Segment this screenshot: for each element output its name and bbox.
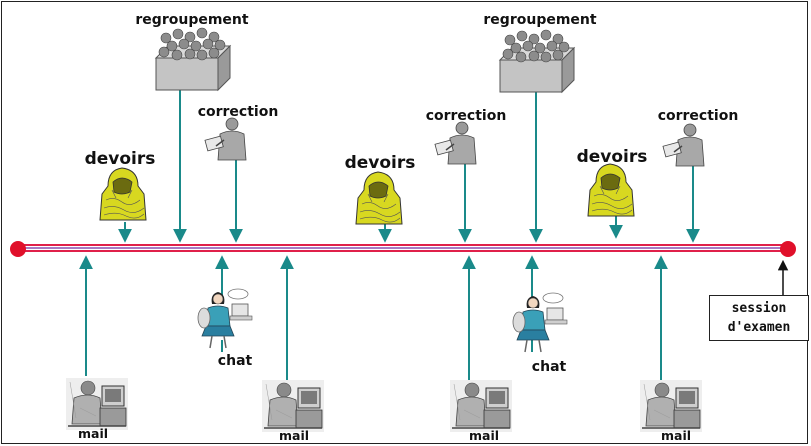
timeline [10,241,796,257]
label-mail-3: mail [469,428,499,443]
label-devoirs-3: devoirs [577,147,648,167]
computer-user-icon [65,377,129,431]
session-examen-box: session d'examen [709,295,809,341]
label-correction-1: correction [198,104,279,120]
downward-arrows [118,80,700,243]
teacher-reading-icon [434,121,477,165]
label-devoirs-2: devoirs [345,153,416,173]
timeline-start-dot [10,241,26,257]
hooded-figure-icon [587,163,635,217]
chat-user-icon [197,288,253,349]
chat-user-icon [512,292,568,353]
crowd-box-icon [499,29,575,93]
label-mail-4: mail [661,428,691,443]
computer-user-icon [639,379,703,433]
label-correction-3: correction [658,108,739,124]
label-mail-2: mail [279,428,309,443]
label-devoirs-1: devoirs [85,149,156,169]
computer-user-icon [261,379,325,433]
examen-label: d'examen [727,320,791,335]
hooded-figure-icon [355,171,403,225]
label-correction-2: correction [426,108,507,124]
computer-user-icon [449,379,513,433]
label-mail-1: mail [78,426,108,441]
teacher-reading-icon [204,117,247,161]
upward-arrows [79,255,668,380]
hooded-figure-icon [99,167,147,221]
timeline-end-dot [780,241,796,257]
crowd-box-icon [155,27,231,91]
label-regroupement-2: regroupement [483,12,596,28]
label-chat-2: chat [532,359,567,375]
label-regroupement-1: regroupement [135,12,248,28]
teacher-reading-icon [662,123,705,167]
label-chat-1: chat [218,353,253,369]
session-label: session [731,301,787,316]
